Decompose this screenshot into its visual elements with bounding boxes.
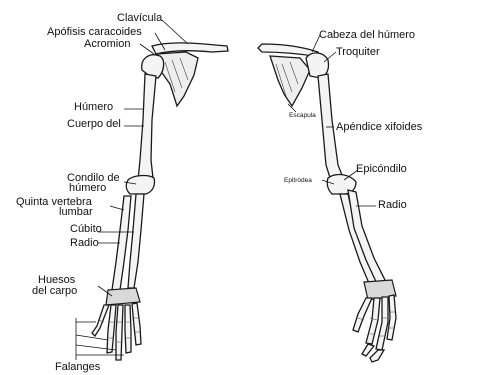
label-apofisis-caracoides: Apófisis caracoides <box>47 26 142 38</box>
label-epitrodea: Epitródea <box>284 177 312 184</box>
label-cuerpo-del: Cuerpo del <box>67 118 121 130</box>
label-falanges: Falanges <box>55 361 101 373</box>
label-epicondilo: Epicóndilo <box>356 163 407 175</box>
label-cubito: Cúbito <box>70 223 102 235</box>
left-arm: Clavícula Apófisis caracoides Acromion H… <box>16 12 228 373</box>
label-humero: Húmero <box>74 101 113 113</box>
label-del-carpo: del carpo <box>32 285 77 297</box>
left-phalanges <box>92 303 141 360</box>
right-arm: Cabeza del húmero Troquiter Escapula Apé… <box>258 29 423 362</box>
label-cabeza-del-humero: Cabeza del húmero <box>319 29 415 41</box>
label-radio-right: Radio <box>378 199 407 211</box>
label-acromion: Acromion <box>84 38 130 50</box>
label-apendice-xifoides: Apéndice xifoides <box>336 121 423 133</box>
label-troquiter: Troquiter <box>336 46 380 58</box>
label-clavicula: Clavícula <box>117 12 163 24</box>
right-scapula <box>270 56 310 106</box>
label-escapula: Escapula <box>289 112 316 119</box>
left-carpus <box>106 288 140 305</box>
label-radio-left: Radio <box>70 237 99 249</box>
left-humerus <box>138 74 156 180</box>
right-phalanges <box>353 295 396 362</box>
left-clavicle <box>152 43 228 54</box>
label-quinta-lumbar: lumbar <box>59 206 93 218</box>
label-condilo-humero: húmero <box>69 182 106 194</box>
left-elbow <box>126 176 154 194</box>
